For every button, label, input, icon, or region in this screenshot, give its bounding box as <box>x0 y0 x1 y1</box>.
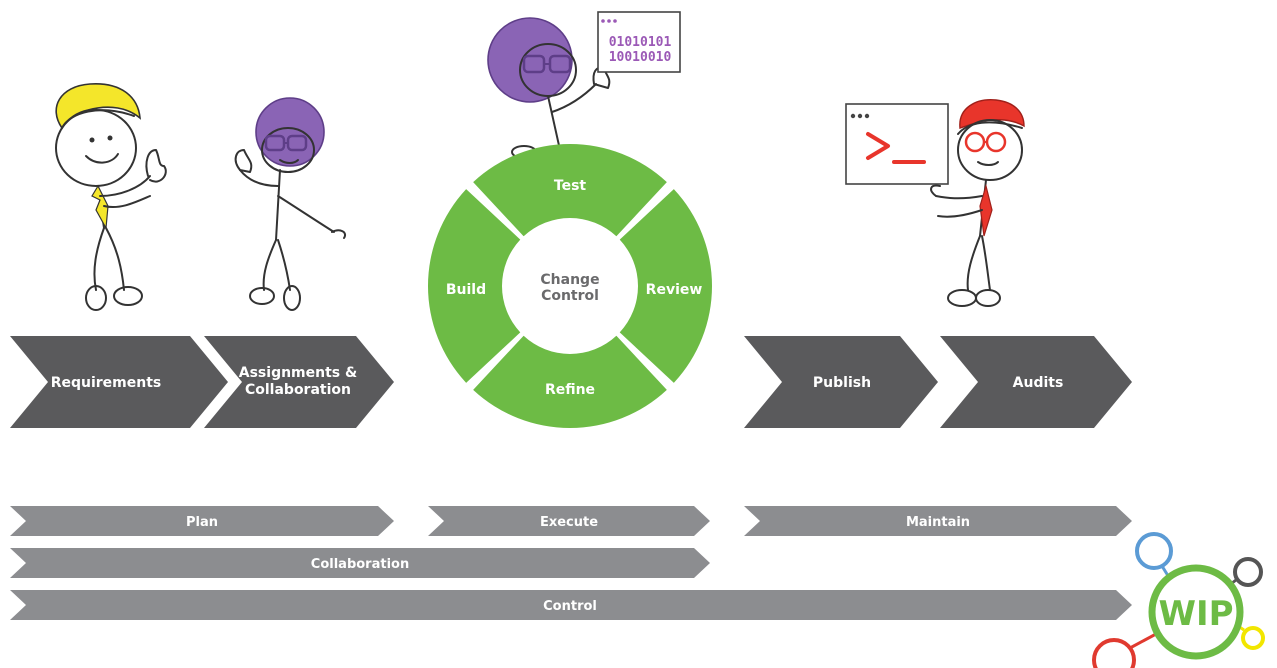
figure-purple-afro <box>234 97 346 311</box>
phase-maintain-label: Maintain <box>906 515 970 530</box>
phase-plan-label: Plan <box>186 515 218 530</box>
wip-badge: WIP <box>1092 532 1265 668</box>
cycle-center-line2: Control <box>541 288 599 304</box>
figure-red-hair <box>930 99 1025 307</box>
cycle-segment-review <box>619 189 712 383</box>
step-assignments-label-line2: Collaboration <box>245 382 351 398</box>
wip-node-red <box>1092 638 1136 668</box>
wip-node-gray <box>1233 557 1263 587</box>
cycle-label-refine: Refine <box>545 382 595 398</box>
cycle-center-line1: Change <box>540 272 599 288</box>
phase-execute-label: Execute <box>540 515 598 530</box>
phase-collaboration <box>10 548 710 578</box>
phase-control <box>10 590 1132 620</box>
code-line-1: 01010101 <box>609 35 672 50</box>
phase-control-label: Control <box>543 599 597 614</box>
cycle-segment-build <box>428 189 521 383</box>
phase-collaboration-label: Collaboration <box>311 557 409 572</box>
cycle-label-review: Review <box>646 282 703 298</box>
cycle-segment-refine <box>473 335 667 428</box>
step-audits <box>940 336 1132 428</box>
step-requirements-label: Requirements <box>51 375 162 391</box>
figure-yellow-hair <box>55 83 167 311</box>
figure-purple-afro-sitting <box>487 17 633 198</box>
step-assignments-label-line1: Assignments & <box>239 365 357 381</box>
code-panel: 01010101 10010010 <box>597 11 681 73</box>
wip-label: WIP <box>1158 594 1233 634</box>
wip-node-main <box>1148 564 1244 660</box>
step-publish-label: Publish <box>813 375 871 391</box>
step-requirements <box>10 336 228 428</box>
wip-node-blue <box>1135 532 1173 570</box>
phase-execute <box>428 506 710 536</box>
wip-node-yellow <box>1241 626 1265 650</box>
phase-maintain <box>744 506 1132 536</box>
step-audits-label: Audits <box>1013 375 1064 391</box>
cycle-segment-test <box>473 144 667 237</box>
step-assignments <box>204 336 394 428</box>
phase-plan <box>10 506 394 536</box>
cycle-center <box>504 220 636 352</box>
step-publish <box>744 336 938 428</box>
cycle-label-build: Build <box>446 282 486 298</box>
cycle-label-test: Test <box>554 178 587 194</box>
terminal-panel <box>845 103 949 185</box>
change-control-cycle: Change Control Test Review Refine Build <box>428 144 712 428</box>
code-line-2: 10010010 <box>609 50 672 65</box>
